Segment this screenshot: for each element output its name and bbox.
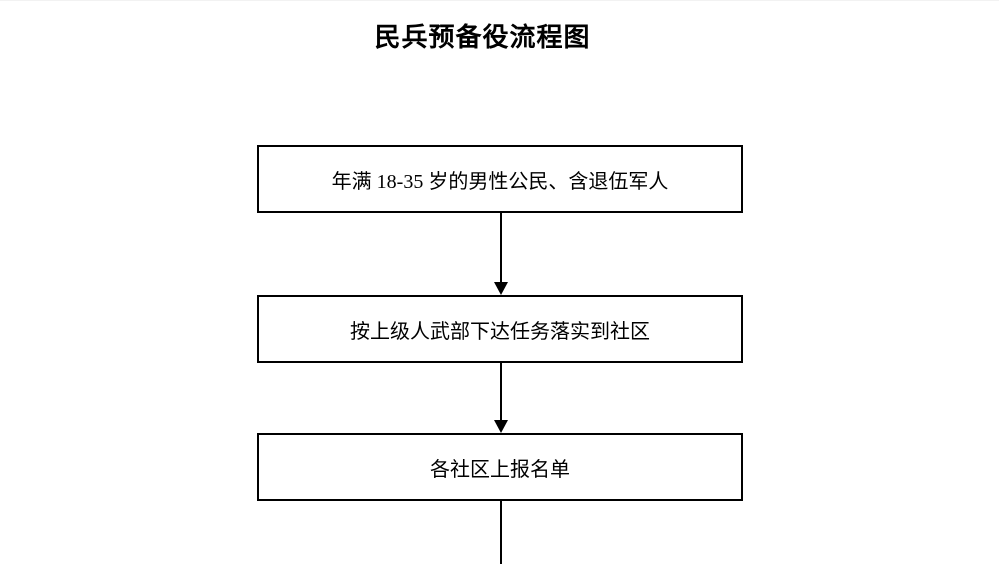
flow-node-label: 年满 18-35 岁的男性公民、含退伍军人 bbox=[331, 170, 669, 193]
flow-node-task-assignment: 按上级人武部下达任务落实到社区 bbox=[257, 295, 743, 363]
connector-arrow-2 bbox=[494, 363, 508, 433]
flow-node-label: 各社区上报名单 bbox=[430, 458, 570, 481]
flow-node-eligibility: 年满 18-35 岁的男性公民、含退伍军人 bbox=[257, 145, 743, 213]
connector-line-3 bbox=[494, 501, 508, 564]
connector-line bbox=[500, 213, 502, 282]
connector-line bbox=[500, 363, 502, 420]
flow-node-community-report: 各社区上报名单 bbox=[257, 433, 743, 501]
connector-line bbox=[500, 501, 502, 564]
arrowhead-down-icon bbox=[494, 420, 508, 433]
arrowhead-down-icon bbox=[494, 282, 508, 295]
page-title: 民兵预备役流程图 bbox=[374, 22, 591, 52]
flow-node-label: 按上级人武部下达任务落实到社区 bbox=[350, 320, 650, 343]
connector-arrow-1 bbox=[494, 213, 508, 295]
